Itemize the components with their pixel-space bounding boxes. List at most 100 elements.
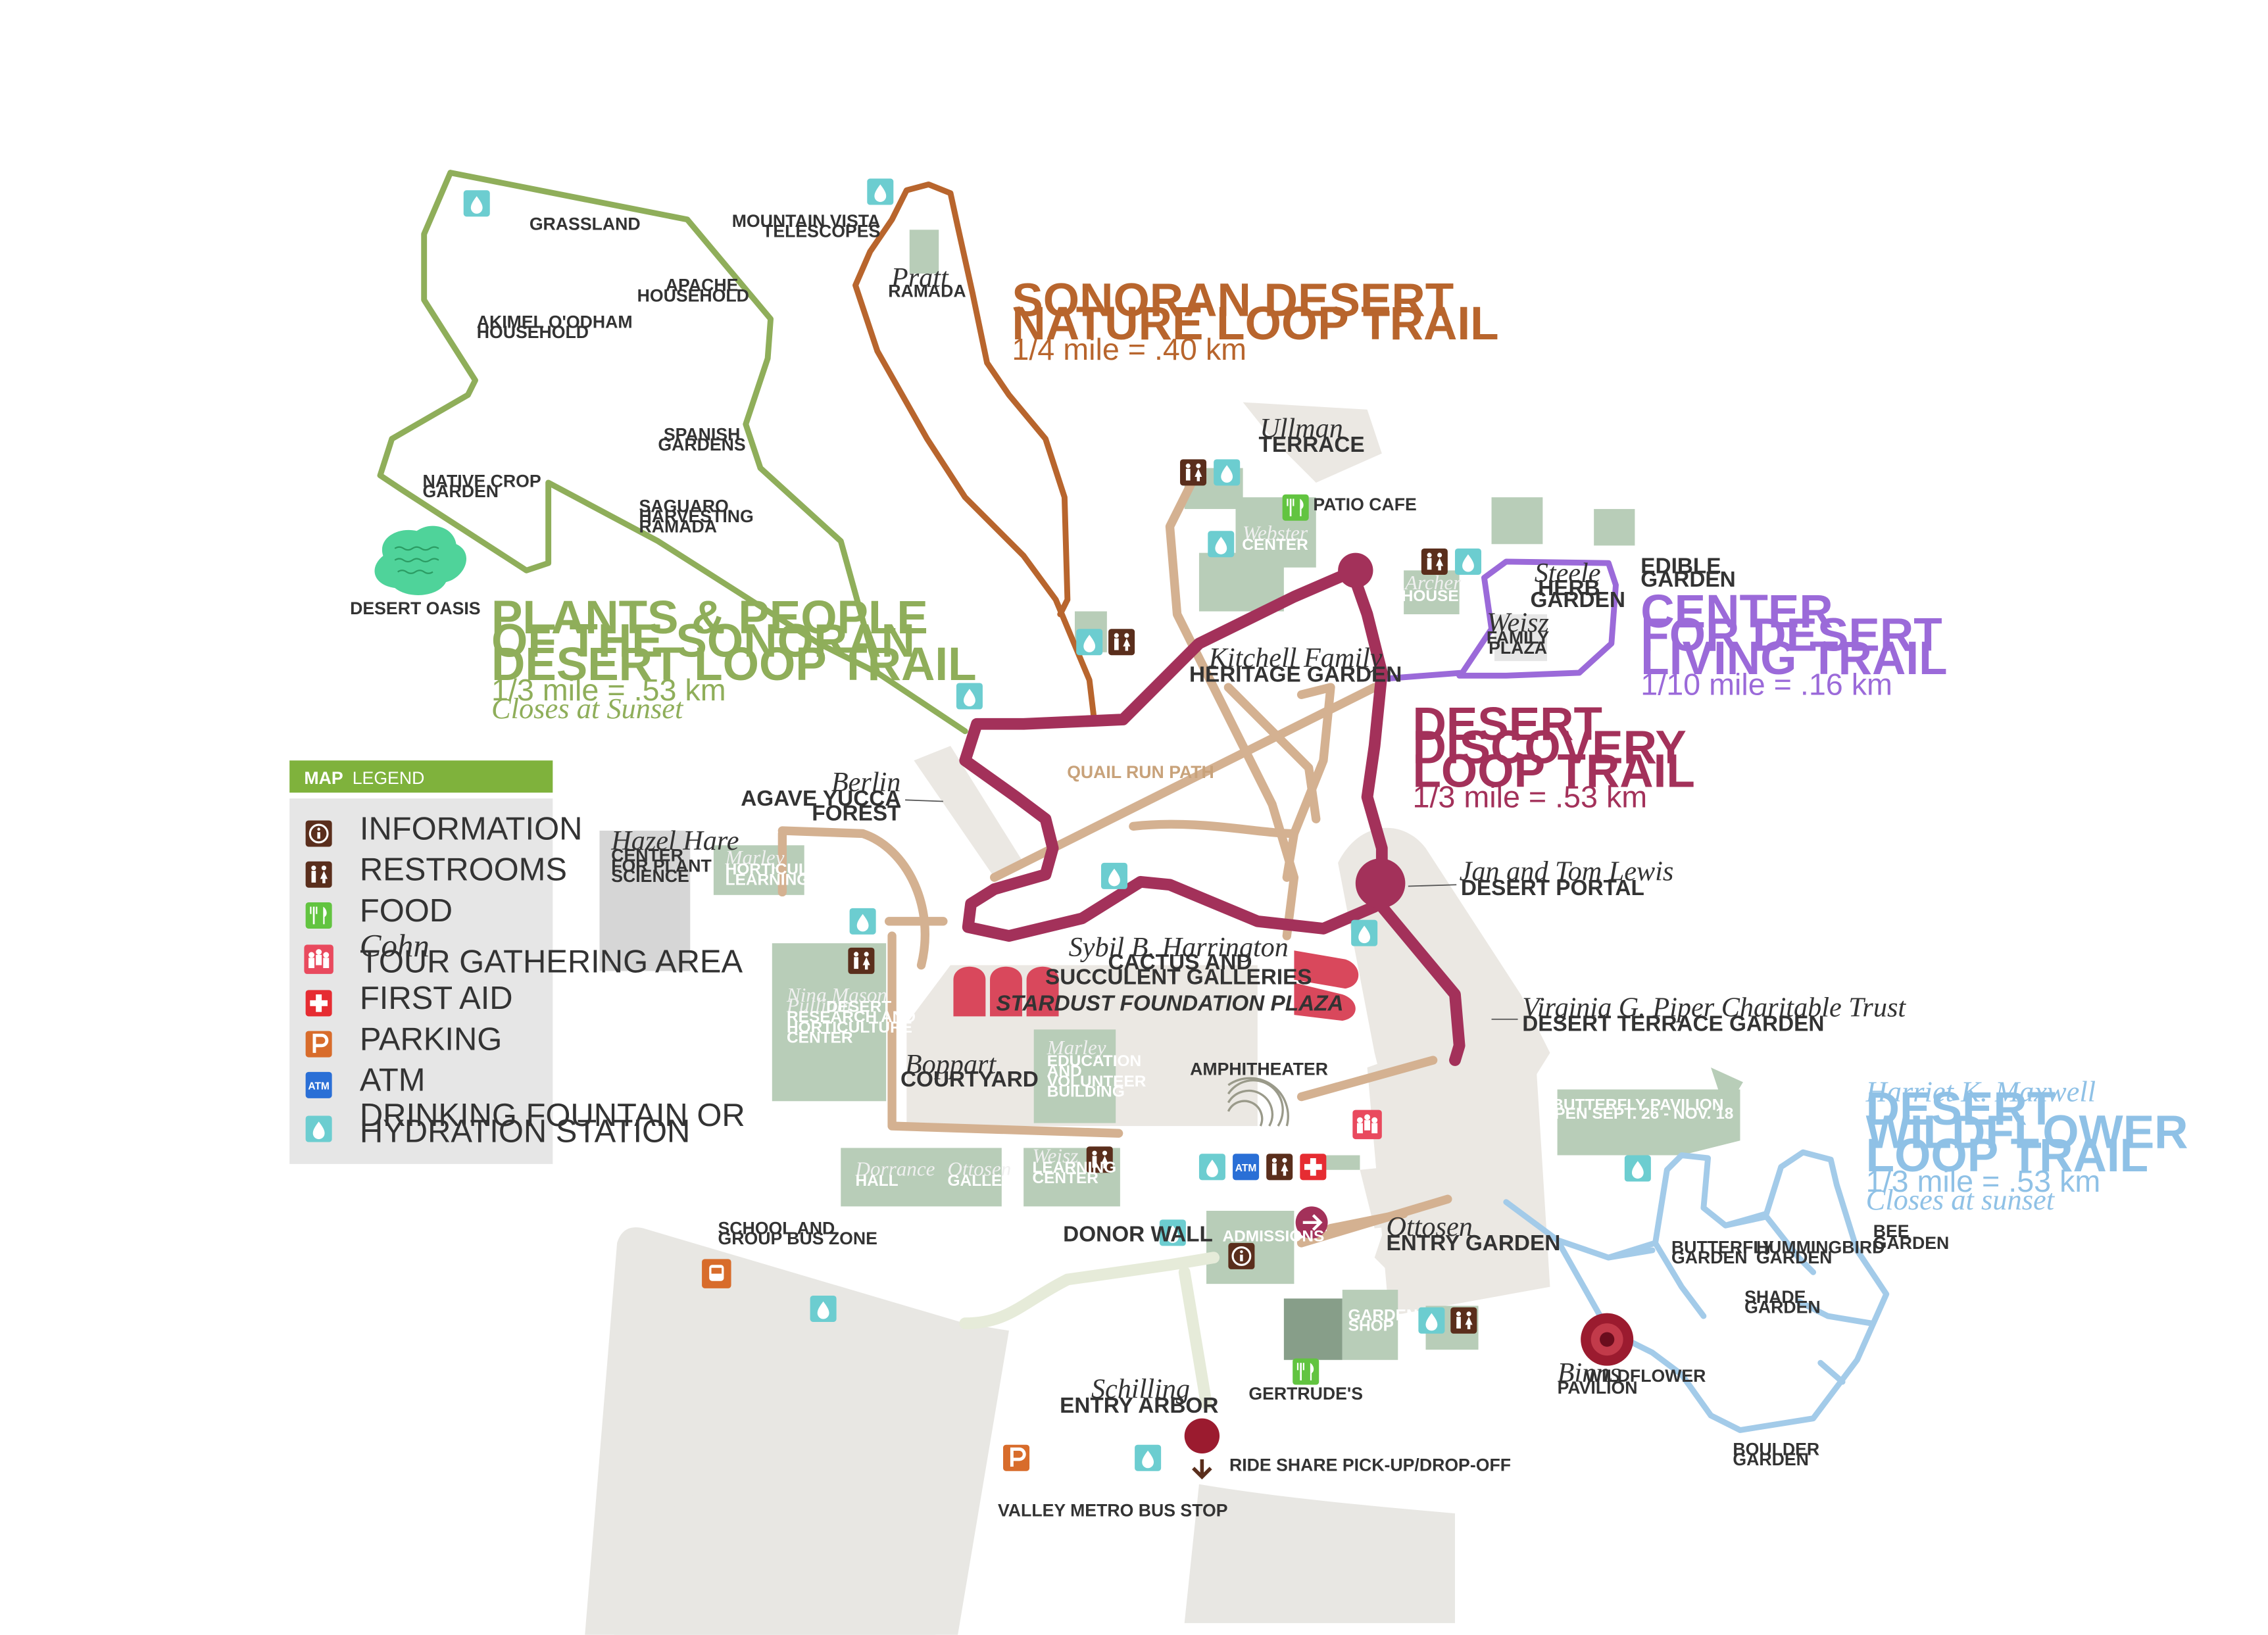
first-aid-icon bbox=[305, 990, 332, 1017]
label-native-crop: NATIVE CROP bbox=[422, 472, 541, 491]
drinking-fountain-icon[interactable] bbox=[1198, 1154, 1225, 1181]
map-label: Hazel Hare bbox=[610, 825, 739, 856]
sonoran-nature-trail bbox=[852, 181, 1097, 720]
desert-portal-marker[interactable] bbox=[1355, 858, 1406, 908]
map-label: Webster bbox=[1243, 522, 1308, 545]
drinking-fountain-icon[interactable] bbox=[1208, 531, 1235, 558]
food-icon bbox=[305, 902, 332, 929]
drinking-fountain-icon[interactable] bbox=[1076, 629, 1103, 656]
map-label: BUTTERFLY PAVILION bbox=[1552, 1096, 1723, 1114]
drinking-fountain-icon[interactable] bbox=[1214, 459, 1241, 486]
map-label: Steele bbox=[1535, 558, 1601, 589]
map-label: Closes at Sunset bbox=[491, 692, 684, 725]
map-label: Schilling bbox=[1091, 1374, 1190, 1405]
map-label: MAP LEGEND bbox=[304, 768, 424, 788]
label-amphitheater: AMPHITHEATER bbox=[1190, 1059, 1328, 1079]
food-icon[interactable] bbox=[1282, 494, 1309, 521]
food-icon[interactable] bbox=[1293, 1358, 1319, 1385]
roads-and-parking bbox=[585, 1227, 1455, 1635]
map-label: HUMMINGBIRD bbox=[1756, 1237, 1885, 1257]
map-label: Jan and Tom Lewis bbox=[1460, 856, 1674, 887]
map-label: Marley bbox=[1047, 1036, 1106, 1059]
label-quail-run-path: QUAIL RUN PATH bbox=[1067, 762, 1214, 782]
map-label: RAMADA bbox=[888, 281, 966, 301]
discovery-trail-start-marker[interactable] bbox=[1338, 552, 1373, 588]
map-label: LOOP TRAIL bbox=[1412, 745, 1694, 797]
map-label: Harriet K. Maxwell bbox=[1865, 1075, 2096, 1108]
map-label: FOR PLANT bbox=[611, 856, 712, 875]
map-label: HORTICULTURE bbox=[787, 1019, 912, 1037]
hazel-hare-building bbox=[599, 831, 691, 971]
tour-gathering-icon bbox=[304, 944, 333, 974]
plants-people-trail bbox=[377, 170, 968, 735]
label-gertrudes: GERTRUDE'S bbox=[1248, 1384, 1363, 1403]
map-label: OF THE SONORAN bbox=[491, 615, 915, 667]
label-patio-cafe: PATIO CAFE bbox=[1313, 495, 1416, 514]
map-legend: MAP LEGEND INFORMATION RESTROOMS FOOD Co… bbox=[289, 760, 745, 1164]
map-label: LEARNING LAB bbox=[726, 871, 847, 889]
map-label: SCHOOL AND bbox=[718, 1219, 835, 1238]
map-label: HOUSE bbox=[1402, 587, 1459, 605]
map-label: Weisz bbox=[1487, 608, 1549, 639]
drinking-fountain-icon[interactable] bbox=[1100, 862, 1127, 889]
drinking-fountain-icon[interactable] bbox=[463, 190, 490, 217]
map-label: DISCOVERY bbox=[1412, 722, 1686, 774]
bus-icon[interactable] bbox=[702, 1259, 731, 1288]
map-label: HERITAGE GARDEN bbox=[1189, 662, 1402, 687]
map-label: HARVESTING bbox=[639, 506, 753, 526]
label-saguaro: SAGUARO bbox=[639, 496, 728, 516]
tour-gathering-icon[interactable] bbox=[1352, 1110, 1382, 1140]
map-label: Archer bbox=[1404, 571, 1462, 594]
map-label: VOLUNTEER bbox=[1047, 1073, 1146, 1090]
map-label: Pulliam bbox=[786, 994, 852, 1017]
map-label: DESERT LOOP TRAIL bbox=[491, 639, 977, 691]
legend-atm: ATM bbox=[360, 1063, 426, 1098]
map-label: 1/4 mile = .40 km bbox=[1012, 332, 1246, 366]
parking-icon[interactable] bbox=[1003, 1445, 1029, 1471]
drinking-fountain-icon[interactable] bbox=[1418, 1307, 1445, 1334]
drinking-fountain-icon[interactable] bbox=[1351, 919, 1378, 946]
restrooms-icon[interactable] bbox=[1180, 459, 1207, 486]
label-edible-garden: EDIBLE bbox=[1640, 554, 1721, 579]
restrooms-icon[interactable] bbox=[1450, 1307, 1477, 1334]
first-aid-icon[interactable] bbox=[1300, 1154, 1327, 1181]
map-label: FAMILY bbox=[1487, 627, 1550, 647]
map-label: SONORAN DESERT bbox=[1012, 274, 1454, 326]
map-label: 1/3 mile = .53 km bbox=[1866, 1164, 2101, 1198]
map-label: APACHE bbox=[666, 276, 739, 295]
map-label: DESERT bbox=[1866, 1083, 2056, 1135]
entry-arbor-marker[interactable] bbox=[1184, 1418, 1220, 1454]
label-mountain-vista: MOUNTAIN VISTA bbox=[732, 211, 881, 231]
restrooms-icon[interactable] bbox=[1108, 629, 1135, 656]
label-entry-arbor: ENTRY ARBOR bbox=[1060, 1394, 1218, 1418]
map-label: SHOP bbox=[1348, 1317, 1394, 1334]
map-label: LOOP TRAIL bbox=[1866, 1130, 2148, 1182]
information-icon[interactable] bbox=[1227, 1242, 1256, 1271]
drinking-fountain-icon[interactable] bbox=[1624, 1155, 1651, 1182]
map-label: HYDRATION STATION bbox=[360, 1114, 691, 1150]
wildflower-trail bbox=[1503, 1149, 1890, 1433]
map-label: Weisz bbox=[1032, 1144, 1078, 1167]
map-label: GARDEN bbox=[1640, 568, 1735, 592]
map-label: Ullman bbox=[1260, 413, 1343, 444]
drinking-fountain-icon[interactable] bbox=[1135, 1444, 1162, 1471]
amphitheater-arcs bbox=[1227, 1077, 1289, 1127]
map-label: Dorrance bbox=[855, 1158, 935, 1181]
map-label: BUILDING bbox=[1047, 1083, 1125, 1101]
trail-titles: PLANTS & PEOPLE OF THE SONORAN DESERT LO… bbox=[491, 274, 2188, 1215]
drinking-fountain-icon[interactable] bbox=[849, 908, 876, 935]
map-label: BOULDER bbox=[1733, 1439, 1819, 1459]
restrooms-icon[interactable] bbox=[1266, 1154, 1293, 1181]
atm-icon[interactable] bbox=[1233, 1154, 1260, 1181]
map-label: BUTTERFLY bbox=[1671, 1237, 1774, 1257]
down-arrow-icon bbox=[1192, 1459, 1212, 1480]
map-label: LEARNING bbox=[1032, 1159, 1116, 1177]
restrooms-icon[interactable] bbox=[848, 947, 875, 974]
drinking-fountain-icon[interactable] bbox=[810, 1295, 837, 1322]
drinking-fountain-icon[interactable] bbox=[867, 178, 894, 205]
map-label: GARDEN bbox=[422, 481, 499, 501]
label-desert-portal: DESERT PORTAL bbox=[1461, 876, 1644, 900]
map-label: TERRACE bbox=[1259, 433, 1365, 457]
map-label: HOUSEHOLD bbox=[637, 285, 749, 305]
map-label: GALLERY bbox=[948, 1172, 1024, 1190]
